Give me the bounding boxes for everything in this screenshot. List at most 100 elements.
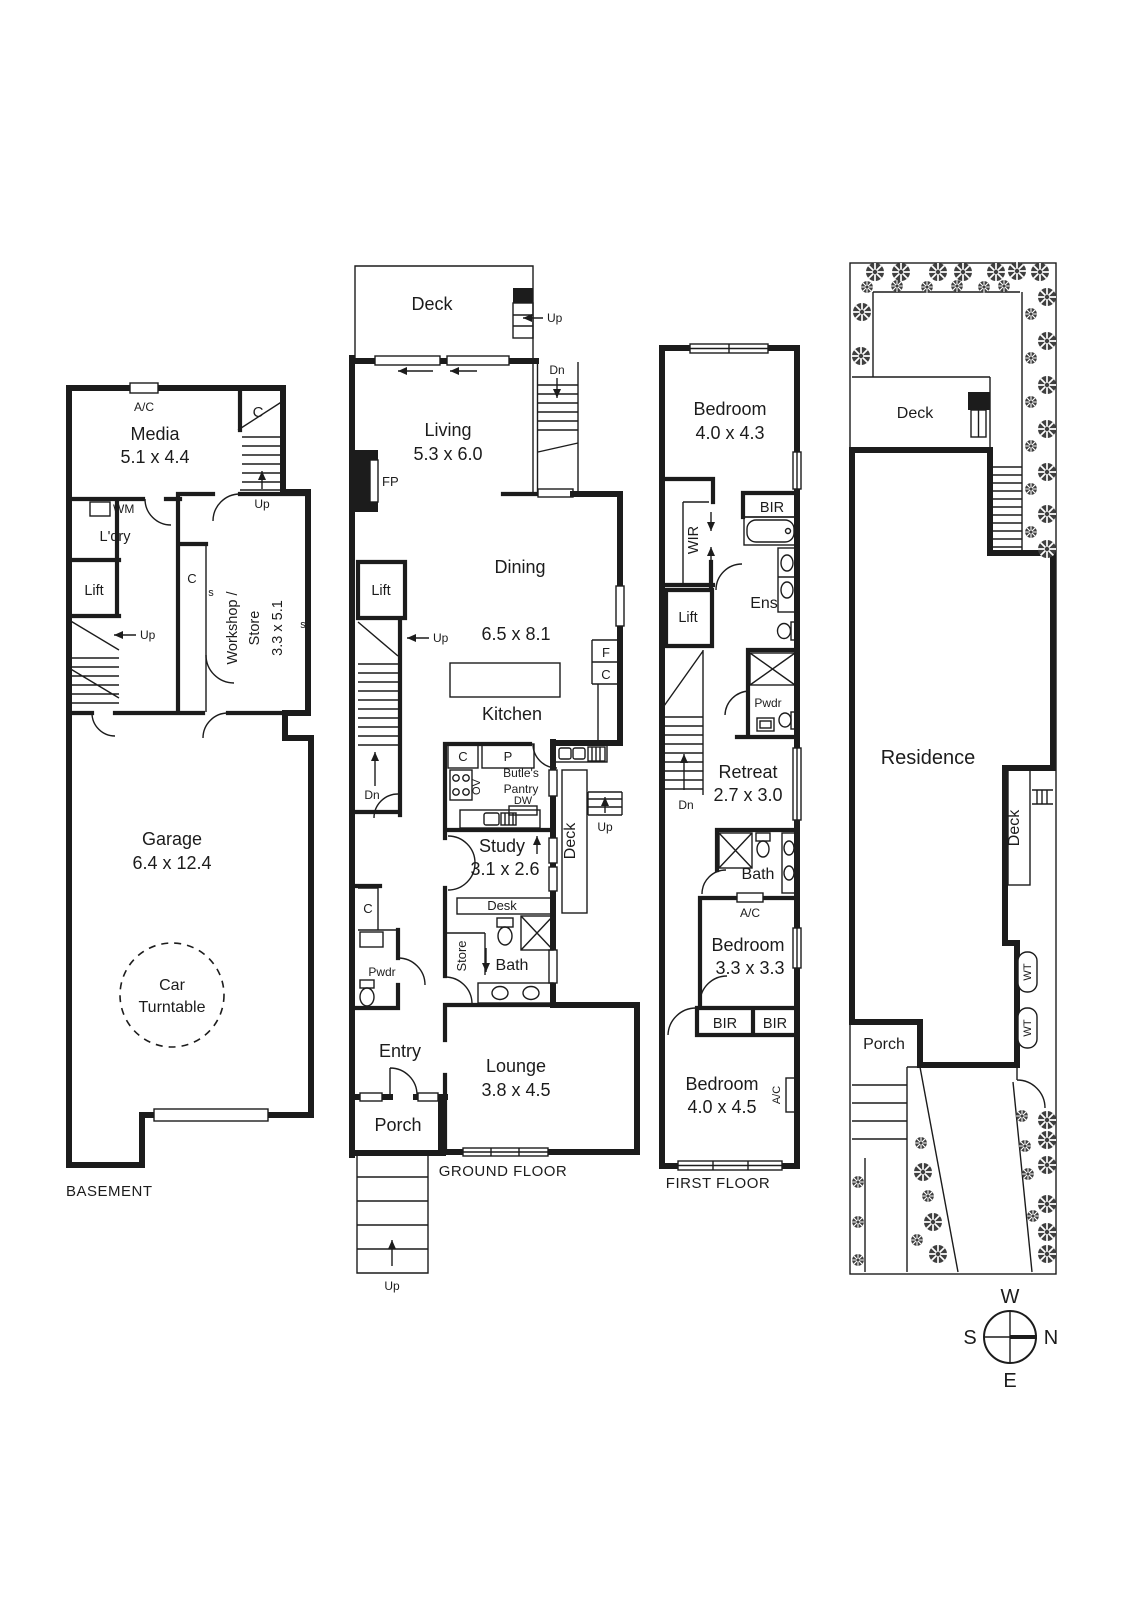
site-labels: Deck Residence Deck WT WT Porch bbox=[863, 405, 1034, 1053]
room-dim-workshop: 3.3 x 5.1 bbox=[270, 600, 286, 656]
car-turntable-label: Car bbox=[159, 977, 185, 994]
first-stairs bbox=[662, 650, 704, 795]
room-label-side-deck: Deck bbox=[562, 822, 579, 859]
first-labels: Bedroom 4.0 x 4.3 BIR WIR Ens Lift Pwdr … bbox=[666, 399, 787, 1192]
ground-fixtures bbox=[352, 450, 620, 1007]
compass: W S N E bbox=[963, 1286, 1058, 1392]
site-garden bbox=[852, 1065, 1046, 1273]
shower-icon bbox=[520, 915, 554, 951]
store-label: Store bbox=[454, 940, 469, 971]
room-dim-dining: 6.5 x 8.1 bbox=[481, 624, 550, 644]
wm-label: WM bbox=[113, 502, 134, 516]
room-label-porch: Porch bbox=[374, 1115, 421, 1135]
bir-label: BIR bbox=[760, 500, 784, 516]
room-label-entry: Entry bbox=[379, 1041, 421, 1061]
room-label-bedroom3: Bedroom bbox=[685, 1074, 758, 1094]
ground-stairs bbox=[356, 314, 623, 1274]
first-floor-plan: Bedroom 4.0 x 4.3 BIR WIR Ens Lift Pwdr … bbox=[659, 343, 802, 1192]
basin-icon bbox=[522, 985, 540, 1001]
compass-east: E bbox=[1003, 1370, 1016, 1392]
room-label-powder: Pwdr bbox=[754, 696, 781, 710]
closet-label: C bbox=[253, 404, 264, 421]
floor-title-ground: GROUND FLOOR bbox=[439, 1163, 568, 1180]
shower-icon bbox=[749, 652, 796, 686]
closet-label: C bbox=[363, 901, 372, 916]
ground-floor-plan: Deck Up Dn Living 5.3 x 6.0 FP Lift Up D… bbox=[349, 265, 640, 1293]
room-label-store: Store bbox=[247, 611, 263, 646]
room-label-lift: Lift bbox=[371, 583, 390, 599]
room-label-lift: Lift bbox=[678, 610, 697, 626]
closet-label: C bbox=[458, 749, 467, 764]
dn-label: Dn bbox=[678, 798, 693, 812]
desk-label: Desk bbox=[487, 898, 517, 913]
room-dim-living: 5.3 x 6.0 bbox=[413, 444, 482, 464]
room-label-bedroom1: Bedroom bbox=[693, 399, 766, 419]
room-dim-garage: 6.4 x 12.4 bbox=[132, 853, 211, 873]
compass-south: S bbox=[963, 1327, 976, 1349]
site-side-deck-label: Deck bbox=[1006, 809, 1023, 846]
room-label-dining: Dining bbox=[494, 557, 545, 577]
garage-door bbox=[153, 1108, 269, 1122]
kitchen-island bbox=[449, 662, 561, 698]
bir-label: BIR bbox=[763, 1016, 787, 1032]
oven-label: OV bbox=[471, 778, 483, 795]
car-turntable-circle bbox=[119, 942, 225, 1048]
room-dim-retreat: 2.7 x 3.0 bbox=[713, 785, 782, 805]
basin-icon bbox=[780, 581, 794, 599]
shelf-label: s bbox=[300, 619, 306, 631]
up-label: Up bbox=[384, 1279, 400, 1293]
car-turntable-label: Turntable bbox=[139, 999, 206, 1016]
toilet-icon bbox=[755, 832, 771, 842]
room-dim-bedroom1: 4.0 x 4.3 bbox=[695, 423, 764, 443]
sink-icon bbox=[558, 747, 572, 760]
room-label-kitchen: Kitchen bbox=[482, 704, 542, 724]
site-plan: Deck Residence Deck WT WT Porch W S N E bbox=[849, 261, 1058, 1392]
room-label-powder: Pwdr bbox=[368, 965, 395, 979]
room-dim-lounge: 3.8 x 4.5 bbox=[481, 1080, 550, 1100]
bathtub-icon bbox=[743, 516, 798, 546]
basement-walls bbox=[66, 385, 314, 1168]
room-label-workshop: Workshop / bbox=[225, 591, 241, 665]
room-label-garage: Garage bbox=[142, 829, 202, 849]
dn-label: Dn bbox=[549, 363, 564, 377]
closet-label: C bbox=[187, 571, 196, 586]
ac-label: A/C bbox=[771, 1086, 783, 1104]
room-label-deck: Deck bbox=[411, 294, 453, 314]
site-deck-side bbox=[1007, 769, 1053, 886]
room-dim-bedroom3: 4.0 x 4.5 bbox=[687, 1097, 756, 1117]
ac-label: A/C bbox=[740, 906, 760, 920]
room-label-bath: Bath bbox=[742, 866, 775, 883]
room-label-retreat: Retreat bbox=[718, 762, 777, 782]
first-walls bbox=[659, 343, 802, 1171]
room-label-living: Living bbox=[424, 420, 471, 440]
floor-title-basement: BASEMENT bbox=[66, 1183, 153, 1200]
room-label-pantry: Butle's bbox=[503, 766, 539, 780]
up-label: Up bbox=[597, 820, 613, 834]
site-deck-label: Deck bbox=[897, 405, 934, 422]
up-label: Up bbox=[140, 628, 156, 642]
compass-west: W bbox=[1001, 1286, 1020, 1308]
residence-label: Residence bbox=[881, 747, 976, 769]
bir-label: BIR bbox=[713, 1016, 737, 1032]
basin-icon bbox=[783, 865, 795, 881]
up-label: Up bbox=[433, 631, 449, 645]
cooktop-icon bbox=[449, 769, 473, 801]
site-lines bbox=[852, 291, 1023, 553]
basin-icon bbox=[491, 985, 509, 1001]
basin-icon bbox=[756, 717, 775, 732]
ground-labels: Deck Up Dn Living 5.3 x 6.0 FP Lift Up D… bbox=[363, 294, 613, 1293]
ac-unit-icon bbox=[736, 892, 764, 903]
floor-title-first: FIRST FLOOR bbox=[666, 1175, 770, 1192]
wir-label: WIR bbox=[686, 526, 702, 554]
basement-fixtures bbox=[89, 382, 269, 1122]
water-tanks bbox=[1017, 951, 1038, 1049]
room-label-lift: Lift bbox=[84, 583, 103, 599]
first-fixtures bbox=[718, 516, 798, 1113]
basement-labels: A/C C Up Media 5.1 x 4.4 WM L'dry Lift U… bbox=[66, 400, 306, 1200]
pantry-closet-label: P bbox=[504, 749, 513, 764]
room-label-ensuite: Ens bbox=[750, 595, 778, 612]
dishwasher-label: DW bbox=[514, 795, 533, 807]
sink-icon bbox=[483, 812, 500, 826]
up-label: Up bbox=[547, 311, 563, 325]
